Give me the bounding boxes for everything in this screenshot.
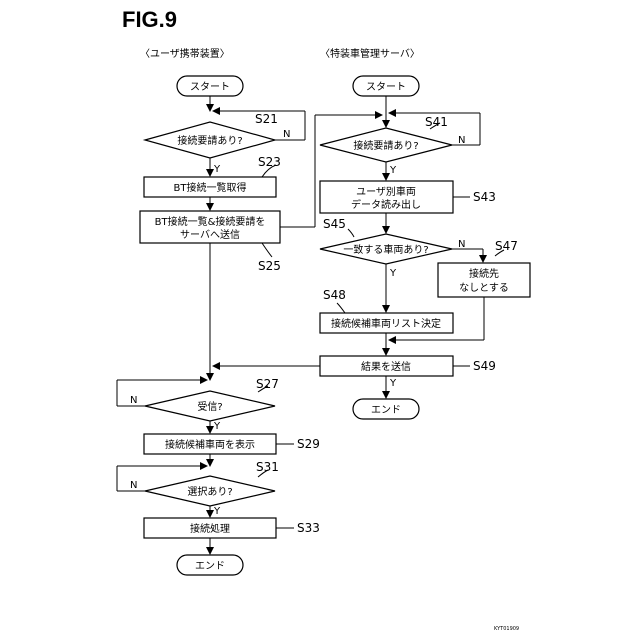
s43-step: S43 (473, 190, 496, 204)
s48-label: 接続候補車両リスト決定 (331, 317, 441, 330)
s41-label: 接続要請あり? (353, 139, 418, 152)
s33-label: 接続処理 (190, 522, 230, 535)
lane-header-server: 〈特装車管理サーバ〉 (320, 47, 420, 60)
s23-label: BT接続一覧取得 (174, 181, 247, 194)
s45-yes: Y (389, 268, 397, 279)
s21-label: 接続要請あり? (177, 134, 242, 147)
document-id: KYT01909 (494, 626, 519, 632)
lane-header-user: 〈ユーザ携帯装置〉 (140, 47, 230, 60)
s41-yes: Y (389, 165, 397, 176)
s45-step: S45 (323, 217, 346, 231)
s47-label-line1: 接続先 (469, 267, 499, 280)
s43-label-line2: データ読み出し (351, 198, 421, 211)
s21-yes: Y (213, 164, 221, 175)
s48-step: S48 (323, 288, 346, 302)
s27-no: N (130, 395, 137, 406)
s25-label-line1: BT接続一覧&接続要請を (155, 215, 266, 228)
figure-title: FIG.9 (122, 7, 177, 32)
s47-label-line2: なしとする (459, 282, 509, 294)
user-start-label: スタート (190, 81, 230, 93)
server-start-label: スタート (366, 81, 406, 93)
user-end-label: エンド (195, 561, 225, 572)
s25-label-line2: サーバへ送信 (180, 228, 240, 241)
s27-step: S27 (256, 377, 279, 391)
s29-step: S29 (297, 437, 320, 451)
s27-label: 受信? (197, 401, 222, 413)
s21-step: S21 (255, 112, 278, 126)
s29-label: 接続候補車両を表示 (165, 438, 255, 451)
s25-step: S25 (258, 259, 281, 273)
server-end-label: エンド (371, 405, 401, 416)
s41-no: N (458, 135, 465, 146)
s31-label: 選択あり? (187, 485, 232, 498)
s49-step: S49 (473, 359, 496, 373)
s47-step: S47 (495, 239, 518, 253)
s43-label-line1: ユーザ別車両 (356, 185, 416, 198)
s49-label: 結果を送信 (361, 360, 411, 373)
s31-step: S31 (256, 460, 279, 474)
s45-no: N (458, 239, 465, 250)
s23-step: S23 (258, 155, 281, 169)
s49-yes: Y (389, 378, 397, 389)
s21-no: N (283, 129, 290, 140)
s33-step: S33 (297, 521, 320, 535)
s41-step: S41 (425, 115, 448, 129)
server-lane: スタート 接続要請あり? S41 N Y ユーザ別車両 データ読み出し S43 … (213, 76, 530, 419)
s31-yes: Y (213, 506, 221, 517)
s27-yes: Y (213, 421, 221, 432)
s45-label: 一致する車両あり? (343, 243, 428, 256)
s31-no: N (130, 480, 137, 491)
